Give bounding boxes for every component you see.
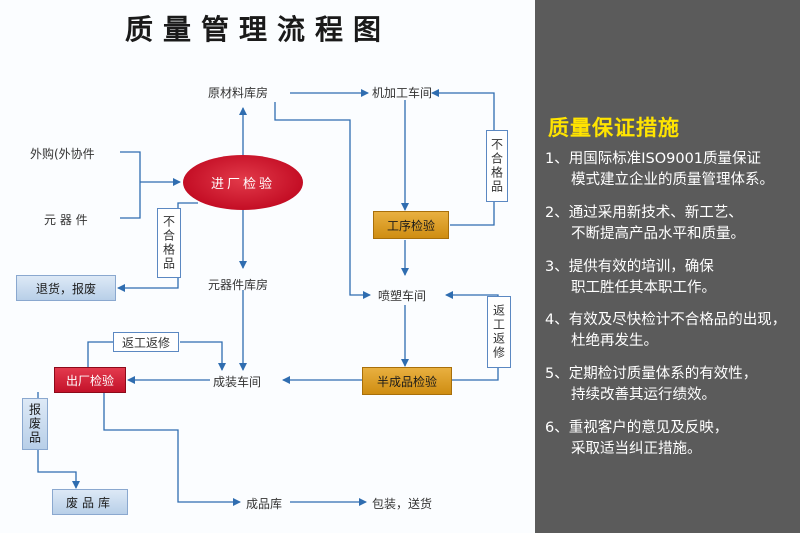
scrap-goods-label: 报废品 [22,398,48,450]
measure-item-line2: 杜绝再发生。 [571,333,658,349]
flow-arrows [37,89,499,506]
measure-item-line2: 采取适当纠正措施。 [571,441,702,457]
measure-item-line1: 2、通过采用新技术、新工艺、 [545,205,743,221]
nonconforming-label-right: 不合格品 [486,130,508,202]
measure-item-line1: 6、重视客户的意见及反映， [545,420,729,436]
spray-workshop: 喷塑车间 [378,289,427,303]
raw-material-warehouse: 原材料库房 [208,86,269,100]
process-inspection: 工序检验 [373,211,449,239]
measure-item-line2: 持续改善其运行绩效。 [571,387,716,403]
measure-item-line1: 3、提供有效的培训，确保 [545,259,714,275]
measure-item-line2: 不断提高产品水平和质量。 [571,226,745,242]
assembly-workshop: 成装车间 [213,375,262,389]
measure-item: 2、通过采用新技术、新工艺、 不断提高产品水平和质量。 [545,203,795,245]
return-scrap-box: 退货，报废 [16,275,116,301]
outsourced-parts: 外购(外协件 [30,147,95,161]
flowchart-panel [0,0,535,533]
finished-goods-warehouse: 成品库 [246,497,283,511]
measure-item: 5、定期检讨质量体系的有效性， 持续改善其运行绩效。 [545,364,795,406]
semi-finished-inspection: 半成品检验 [362,367,452,395]
measure-item-line1: 5、定期检讨质量体系的有效性， [545,366,758,382]
component-warehouse: 元器件库房 [208,278,269,292]
rework-label-right: 返工返修 [487,296,511,368]
measures-panel [535,0,800,533]
measure-item: 3、提供有效的培训，确保 职工胜任其本职工作。 [545,257,795,299]
outgoing-inspection: 出厂检验 [54,367,126,393]
scrap-warehouse: 废品库 [52,489,128,515]
measure-item-line1: 4、有效及尽快检计不合格品的出现， [545,312,787,328]
incoming-inspection: 进厂检验 [183,155,303,210]
machining-workshop: 机加工车间 [372,86,433,100]
measure-item: 1、用国际标准ISO9001质量保证 模式建立企业的质量管理体系。 [545,149,795,191]
measure-item-line2: 模式建立企业的质量管理体系。 [571,172,774,188]
page-title: 质量管理流程图 [125,13,392,46]
measures-heading: 质量保证措施 [548,116,680,140]
measure-item-line2: 职工胜任其本职工作。 [571,280,716,296]
measure-item: 4、有效及尽快检计不合格品的出现， 杜绝再发生。 [545,310,795,352]
rework-label-top: 返工返修 [113,332,179,352]
nonconforming-label-left: 不合格品 [157,208,181,278]
electronic-components: 元 器 件 [44,213,88,227]
packing-shipping: 包装，送货 [372,497,433,511]
measure-item: 6、重视客户的意见及反映， 采取适当纠正措施。 [545,418,795,460]
measure-item-line1: 1、用国际标准ISO9001质量保证 [545,151,762,167]
